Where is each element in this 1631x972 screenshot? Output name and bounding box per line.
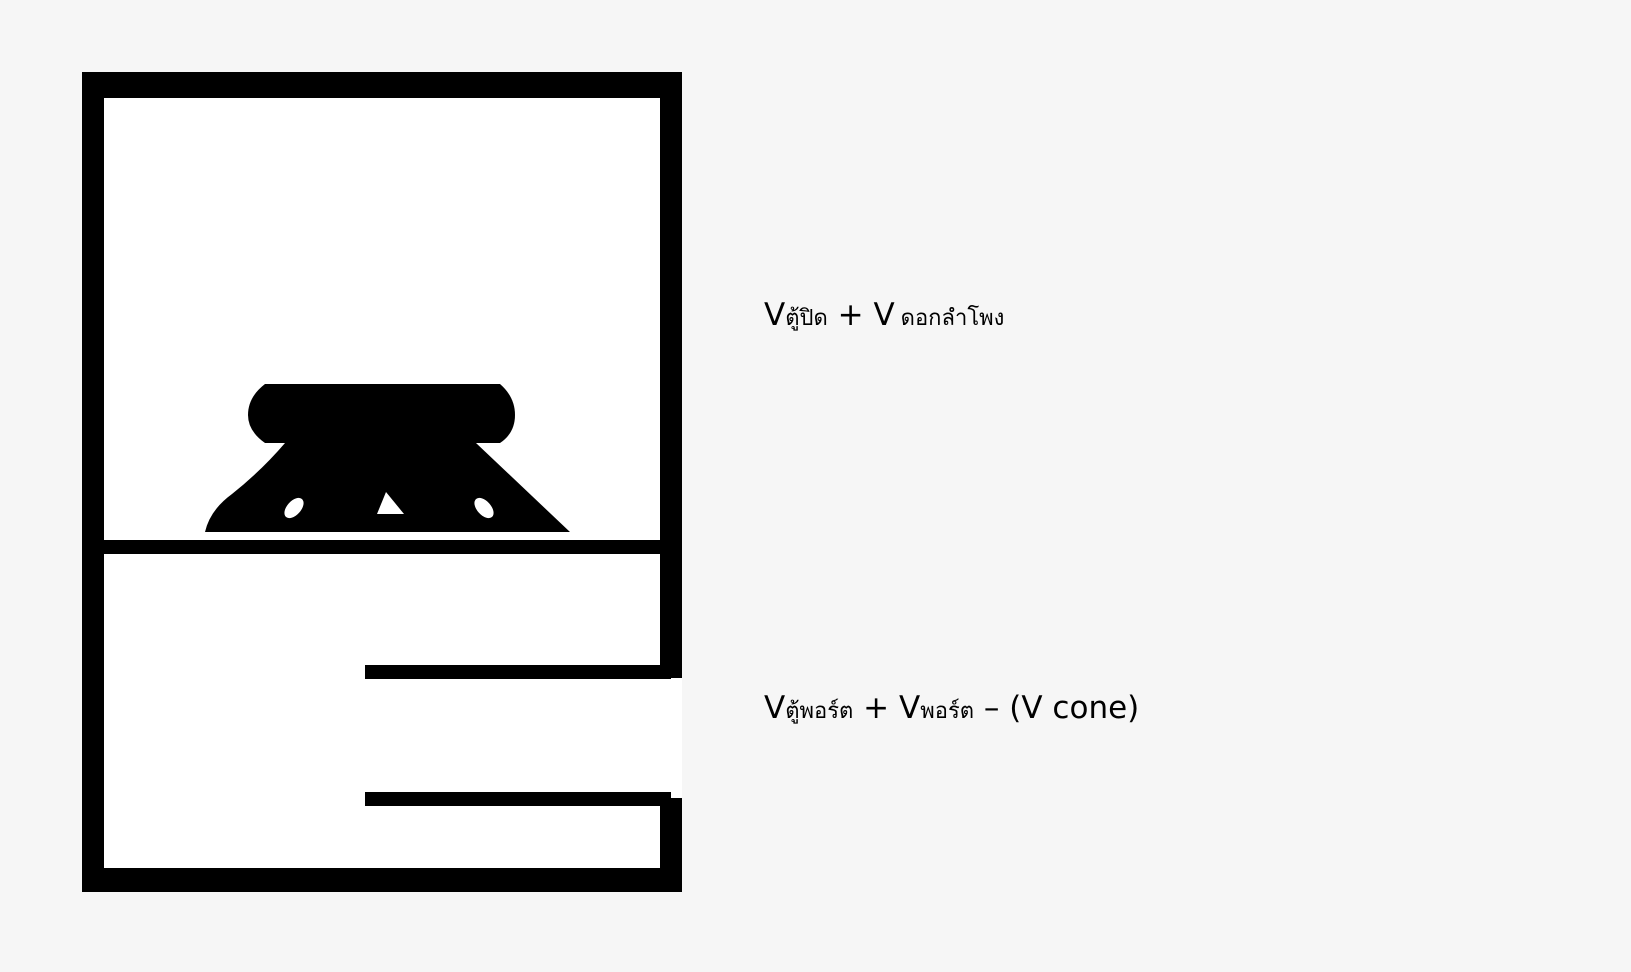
speaker-vent-left [284, 497, 304, 519]
speaker-vent-right [474, 497, 494, 519]
speaker-enclosure-diagram [82, 72, 682, 892]
formula-ported-box-subscript: ตู้พอร์ต [785, 699, 854, 724]
formula-plus: + [827, 297, 874, 333]
formula-closed-box-subscript: ตู้ปิด [785, 306, 828, 331]
port-upper-wall [365, 665, 671, 679]
speaker-driver-icon [205, 384, 570, 532]
formula-volume-symbol: V [899, 690, 921, 726]
port-opening-gap [660, 678, 682, 798]
formula-driver-subscript: ดอกลำโพง [900, 306, 1005, 331]
speaker-magnet [248, 384, 515, 443]
formula-volume-symbol: V [873, 297, 895, 333]
formula-cone-volume: (V cone) [1009, 690, 1140, 726]
port-lower-wall [365, 792, 671, 806]
formula-minus: – [974, 690, 1010, 726]
formula-volume-symbol: V [764, 297, 786, 333]
formula-plus: + [853, 690, 900, 726]
speaker-vent-center [377, 492, 404, 514]
formula-port-subscript: พอร์ต [920, 699, 975, 724]
enclosure-lower-chamber [104, 554, 660, 868]
port-tube [365, 665, 682, 806]
ported-box-volume-formula: Vตู้พอร์ต + Vพอร์ต – (V cone) [764, 693, 1139, 724]
formula-volume-symbol: V [764, 690, 786, 726]
